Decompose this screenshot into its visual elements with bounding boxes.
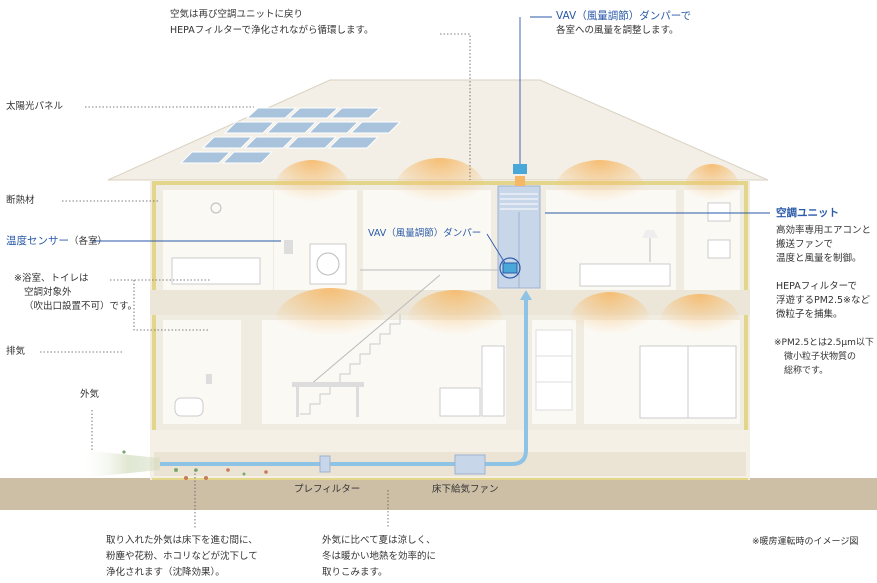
bath-note-line1: ※浴室、トイレは	[14, 273, 89, 284]
ac-unit-desc-3: 温度と風量を制御。	[776, 253, 862, 264]
hepa-desc-2: 浮遊するPM2.5※など	[776, 295, 870, 306]
bath-note-line2: 空調対象外	[24, 287, 72, 298]
mid-vav-damper	[502, 262, 518, 274]
bath-note-line3: （吹出口設置不可）です。	[24, 301, 138, 312]
top-vav-damper	[513, 164, 527, 174]
pm-note-2: 微小粒子状物質の	[784, 352, 857, 362]
vav-mid-label: VAV（風量調節）ダンパー	[368, 228, 482, 239]
ac-unit-desc-1: 高効率専用エアコンと	[776, 225, 872, 236]
solar-panels	[179, 107, 402, 164]
lower-rooms	[163, 269, 740, 424]
floor-fan-label: 床下給気ファン	[432, 484, 499, 495]
outside-air-flow	[80, 450, 160, 478]
insulation-label: 断熱材	[6, 195, 35, 206]
exhaust-label: 排気	[6, 346, 26, 357]
supply-duct	[160, 296, 528, 466]
temp-sensor-main: 温度センサー	[6, 235, 69, 247]
ac-unit-title: 空調ユニット	[776, 207, 839, 219]
image-note: ※暖房運転時のイメージ図	[752, 537, 859, 547]
temp-sensor-sub: （各室）	[69, 236, 108, 247]
bottom-left-2: 粉塵や花粉、ホコリなどが沈下して	[106, 551, 258, 562]
leader-lines	[40, 33, 471, 528]
air-return-line2: HEPAフィルターで浄化されながら循環します。	[170, 25, 374, 36]
hepa-desc-3: 微粒子を捕集。	[776, 309, 843, 320]
solar-panel-label: 太陽光パネル	[6, 101, 64, 112]
solid-leaders	[93, 16, 770, 264]
dust-particles	[122, 450, 268, 480]
bottom-left-1: 取り入れた外気は床下を進む間に、	[106, 535, 258, 546]
bottom-left-3: 浄化されます（沈降効果）。	[106, 567, 225, 578]
pm-note-1: ※PM2.5とは2.5μm以下	[774, 338, 874, 348]
hepa-desc-1: HEPAフィルターで	[776, 281, 858, 292]
bottom-mid-2: 冬は暖かい地熱を効率的に	[322, 551, 437, 562]
outside-air-label: 外気	[80, 389, 100, 400]
floor-fan	[454, 454, 486, 475]
air-return-line1: 空気は再び空調ユニットに戻り	[170, 9, 304, 20]
pm-note-3: 総称です。	[784, 366, 829, 376]
bottom-mid-1: 外気に比べて夏は涼しく、	[322, 535, 436, 546]
vav-top-title: VAV（風量調節）ダンパーで	[556, 10, 692, 22]
prefilter-label: プレフィルター	[294, 484, 361, 495]
upper-rooms	[163, 158, 740, 290]
bottom-mid-3: 取りこみます。	[322, 567, 388, 578]
ground	[0, 478, 877, 510]
ac-unit-desc-2: 搬送ファンで	[776, 239, 834, 250]
vav-top-desc: 各室への風量を調整します。	[556, 25, 679, 36]
prefilter	[319, 455, 331, 473]
temp-sensor-label: 温度センサー（各室）	[6, 234, 107, 249]
